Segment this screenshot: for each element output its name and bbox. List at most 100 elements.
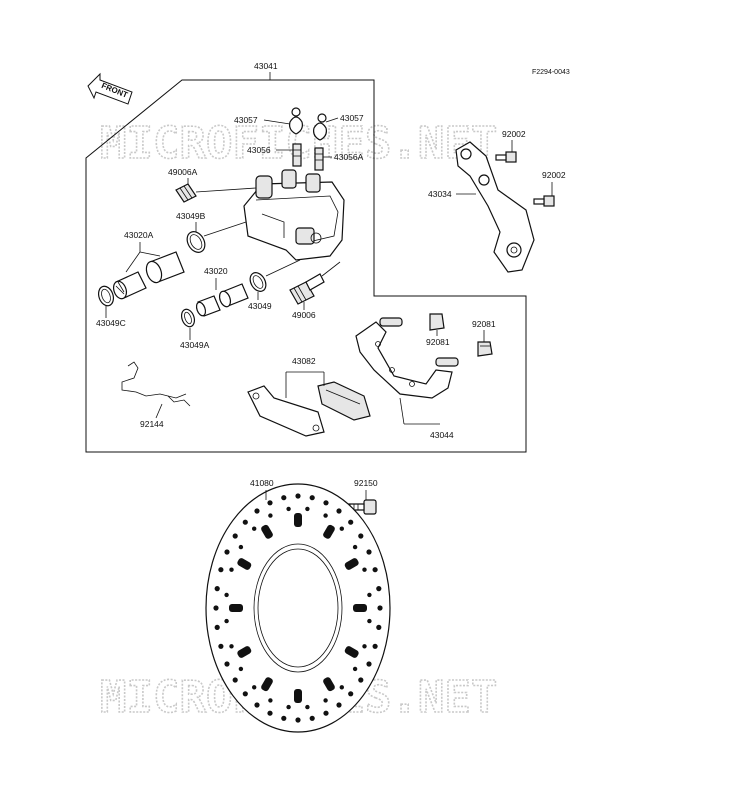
disc-hole (376, 624, 382, 631)
disc-slot (237, 646, 252, 658)
disc-hole (352, 544, 358, 550)
disc-slot (344, 558, 359, 570)
disc-hole (218, 643, 224, 649)
label-92002-lower: 92002 (542, 170, 566, 180)
label-43057-left: 43057 (234, 115, 258, 125)
pin-92081-right (477, 341, 493, 357)
label-43049C: 43049C (96, 318, 126, 328)
bolt-92002-upper (495, 151, 517, 163)
label-49006A: 49006A (168, 167, 198, 177)
bleeder-cap-right (313, 113, 327, 141)
disc-hole (286, 704, 291, 710)
label-92081-left: 92081 (426, 337, 450, 347)
seal-43049A (180, 308, 196, 328)
disc-hole (336, 508, 342, 514)
label-43056A: 43056A (334, 152, 364, 162)
front-label: FRONT (100, 81, 129, 100)
disc-hole (268, 698, 273, 703)
disc-slot (261, 677, 273, 692)
label-43049: 43049 (248, 301, 272, 311)
disc-hole (323, 513, 328, 518)
disc-hole (377, 605, 383, 611)
piston-43020A (112, 251, 185, 300)
disc-hole (367, 618, 372, 624)
bleeder-valve-right (314, 147, 324, 171)
label-92002-upper: 92002 (502, 129, 526, 139)
disc-hole (323, 710, 329, 716)
disc-hole (229, 567, 234, 572)
disc-hole (295, 493, 301, 499)
disc-hole (224, 618, 229, 624)
caliper-body (243, 169, 345, 261)
label-43034: 43034 (428, 189, 452, 199)
disc-hole (224, 661, 230, 667)
label-43049B: 43049B (176, 211, 206, 221)
disc-hole (224, 549, 230, 555)
disc-hole (376, 586, 382, 592)
disc-hole (362, 644, 367, 649)
disc-hole (252, 526, 257, 531)
disc-slot (294, 513, 302, 527)
label-43049A: 43049A (180, 340, 210, 350)
disc-hole (267, 710, 273, 716)
disc-hole (358, 533, 364, 539)
disc-hole (323, 500, 329, 506)
label-49006: 49006 (292, 310, 316, 320)
disc-hole (214, 586, 220, 592)
bracket-43034 (455, 141, 535, 273)
bleeder-valve-left (292, 143, 302, 167)
seal-43049 (249, 272, 267, 292)
boot-49006A (175, 183, 197, 203)
brake-disc-41080 (205, 483, 391, 733)
disc-hole (309, 715, 315, 721)
disc-slot (261, 524, 273, 539)
spring-92144 (121, 361, 191, 407)
disc-hole (286, 506, 291, 512)
disc-slot (237, 558, 252, 570)
disc-hole (238, 544, 244, 550)
disc-hole (348, 691, 354, 697)
seal-43049B (186, 231, 206, 253)
disc-hole (348, 519, 354, 525)
disc-slot (323, 677, 335, 692)
disc-hole (372, 567, 378, 573)
bleeder-cap-left (289, 107, 303, 135)
disc-hole (254, 508, 260, 514)
disc-hole (229, 644, 234, 649)
disc-hole (281, 495, 287, 501)
boot-49006 (289, 273, 325, 305)
disc-hole (224, 592, 229, 598)
disc-hole (309, 495, 315, 501)
disc-slot (344, 646, 359, 658)
caliper-holder-43044 (355, 317, 459, 399)
figure-code: F2294-0043 (532, 69, 570, 76)
disc-hole (352, 666, 358, 672)
disc-hole (218, 567, 224, 573)
label-41080: 41080 (250, 478, 274, 488)
disc-hole (281, 715, 287, 721)
disc-hole (366, 549, 372, 555)
disc-hole (358, 677, 364, 683)
caliper-assembly-frame (85, 79, 527, 453)
disc-hole (254, 702, 260, 708)
bolt-92002-lower (533, 195, 555, 207)
label-43041: 43041 (254, 61, 278, 71)
disc-slot (323, 524, 335, 539)
disc-hole (295, 717, 301, 723)
disc-slot (229, 604, 243, 612)
disc-hole (362, 567, 367, 572)
disc-hole (267, 500, 273, 506)
disc-hole (238, 666, 244, 672)
label-92081-right: 92081 (472, 319, 496, 329)
disc-hole (367, 592, 372, 598)
label-43082: 43082 (292, 356, 316, 366)
front-arrow-icon: FRONT (87, 72, 133, 105)
disc-hole (232, 533, 238, 539)
disc-hole (268, 513, 273, 518)
label-43020A: 43020A (124, 230, 154, 240)
label-43056: 43056 (247, 145, 271, 155)
piston-43020 (195, 283, 249, 317)
label-43057-right: 43057 (340, 113, 364, 123)
disc-hole (366, 661, 372, 667)
